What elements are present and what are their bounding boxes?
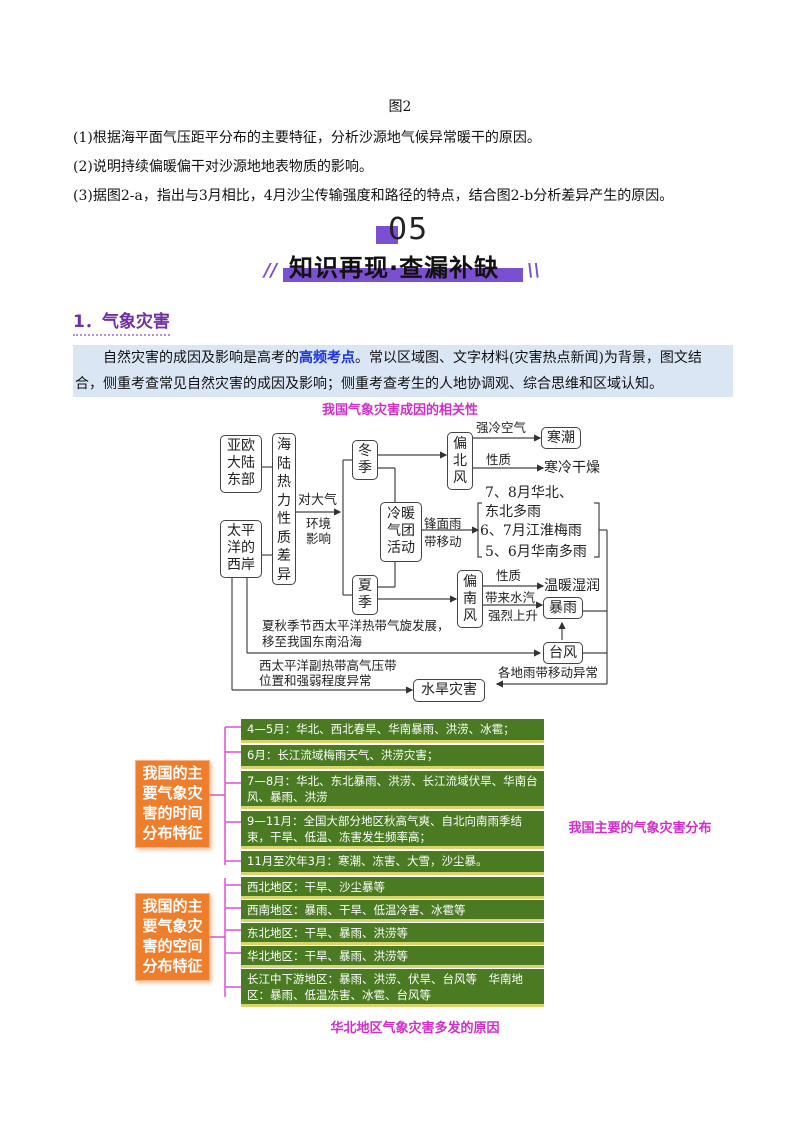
section-heading: 1．气象灾害 (73, 307, 170, 336)
spatial-row: 西南地区：暴雨、干旱、低温冷害、冰雹等 (241, 900, 544, 922)
question-1: (1)根据海平面气压距平分布的主要特征，分析沙源地气候异常暖干的原因。 (73, 130, 541, 146)
temporal-row: 6月：长江流域梅雨天气、洪涝灾害； (241, 745, 544, 769)
flowchart: 亚欧大陆东部 太平洋的西岸 海陆热力性质差异 对大气 环境 影响 冬季 夏季 冷… (210, 420, 620, 705)
spatial-row: 东北地区：干旱、暴雨、洪涝等 (241, 923, 544, 945)
flowchart-title: 我国气象灾害成因的相关性 (321, 403, 478, 418)
spatial-row: 长江中下游地区：暴雨、洪涝、伏旱、台风等 华南地区：暴雨、低温冻害、冰雹、台风等 (241, 969, 544, 1007)
section-number: 05 (362, 212, 452, 247)
flowchart-connectors (231, 434, 608, 694)
distribution-connectors (208, 726, 241, 997)
box-typhoon: 台风 (543, 642, 583, 664)
box-summer: 夏季 (352, 575, 378, 615)
box-airmass: 冷暖气团活动 (380, 502, 422, 562)
spatial-row: 华北地区：干旱、暴雨、洪涝等 (241, 946, 544, 968)
temporal-row: 4—5月：华北、西北春旱、华南暴雨、洪涝、冰雹； (241, 719, 544, 743)
accent-square (376, 226, 398, 244)
title-underbar (283, 268, 523, 282)
slash-decoration-left: // (264, 260, 278, 281)
highlight-text: 高频考点 (299, 350, 355, 366)
box-south-wind: 偏南风 (457, 570, 483, 628)
box-thermal-difference: 海陆热力性质差异 (272, 433, 296, 585)
distribution-title: 我国主要的气象灾害分布 (568, 821, 712, 836)
temporal-row: 7—8月：华北、东北暴雨、洪涝、长江流域伏旱、华南台风、暴雨、洪涝 (241, 771, 544, 809)
spatial-distribution-tag: 我国的主 要气象灾 害的空间 分布特征 (135, 893, 210, 981)
spatial-row: 西北地区：干旱、沙尘暴等 (241, 877, 544, 899)
section-title: 知识再现·查漏补缺 (283, 248, 523, 284)
bottom-title: 华北地区气象灾害多发的原因 (330, 1021, 500, 1036)
box-cold-wave: 寒潮 (541, 427, 581, 449)
temporal-row: 11月至次年3月：寒潮、冻害、大雪，沙尘暴。 (241, 851, 544, 875)
temporal-row: 9—11月：全国大部分地区秋高气爽、自北向南雨季结束，干旱、低温、冻害发生频率高… (241, 811, 544, 849)
box-flood-drought: 水旱灾害 (413, 679, 485, 702)
box-pacific: 太平洋的西岸 (220, 520, 262, 578)
intro-paragraph: 自然灾害的成因及影响是高考的高频考点。常以区域图、文字材料(灾害热点新闻)为背景… (73, 345, 733, 397)
figure-caption: 图2 (388, 99, 412, 115)
box-winter: 冬季 (352, 440, 378, 480)
slash-decoration-right: \\ (527, 260, 541, 281)
box-north-wind: 偏北风 (447, 432, 473, 490)
question-2: (2)说明持续偏暖偏干对沙源地地表物质的影响。 (73, 159, 373, 175)
box-eurasia: 亚欧大陆东部 (220, 435, 262, 493)
question-3: (3)据图2-a，指出与3月相比，4月沙尘传输强度和路径的特点，结合图2-b分析… (73, 188, 674, 204)
box-rainstorm: 暴雨 (543, 597, 583, 619)
temporal-distribution-tag: 我国的主 要气象灾 害的时间 分布特征 (135, 760, 210, 848)
